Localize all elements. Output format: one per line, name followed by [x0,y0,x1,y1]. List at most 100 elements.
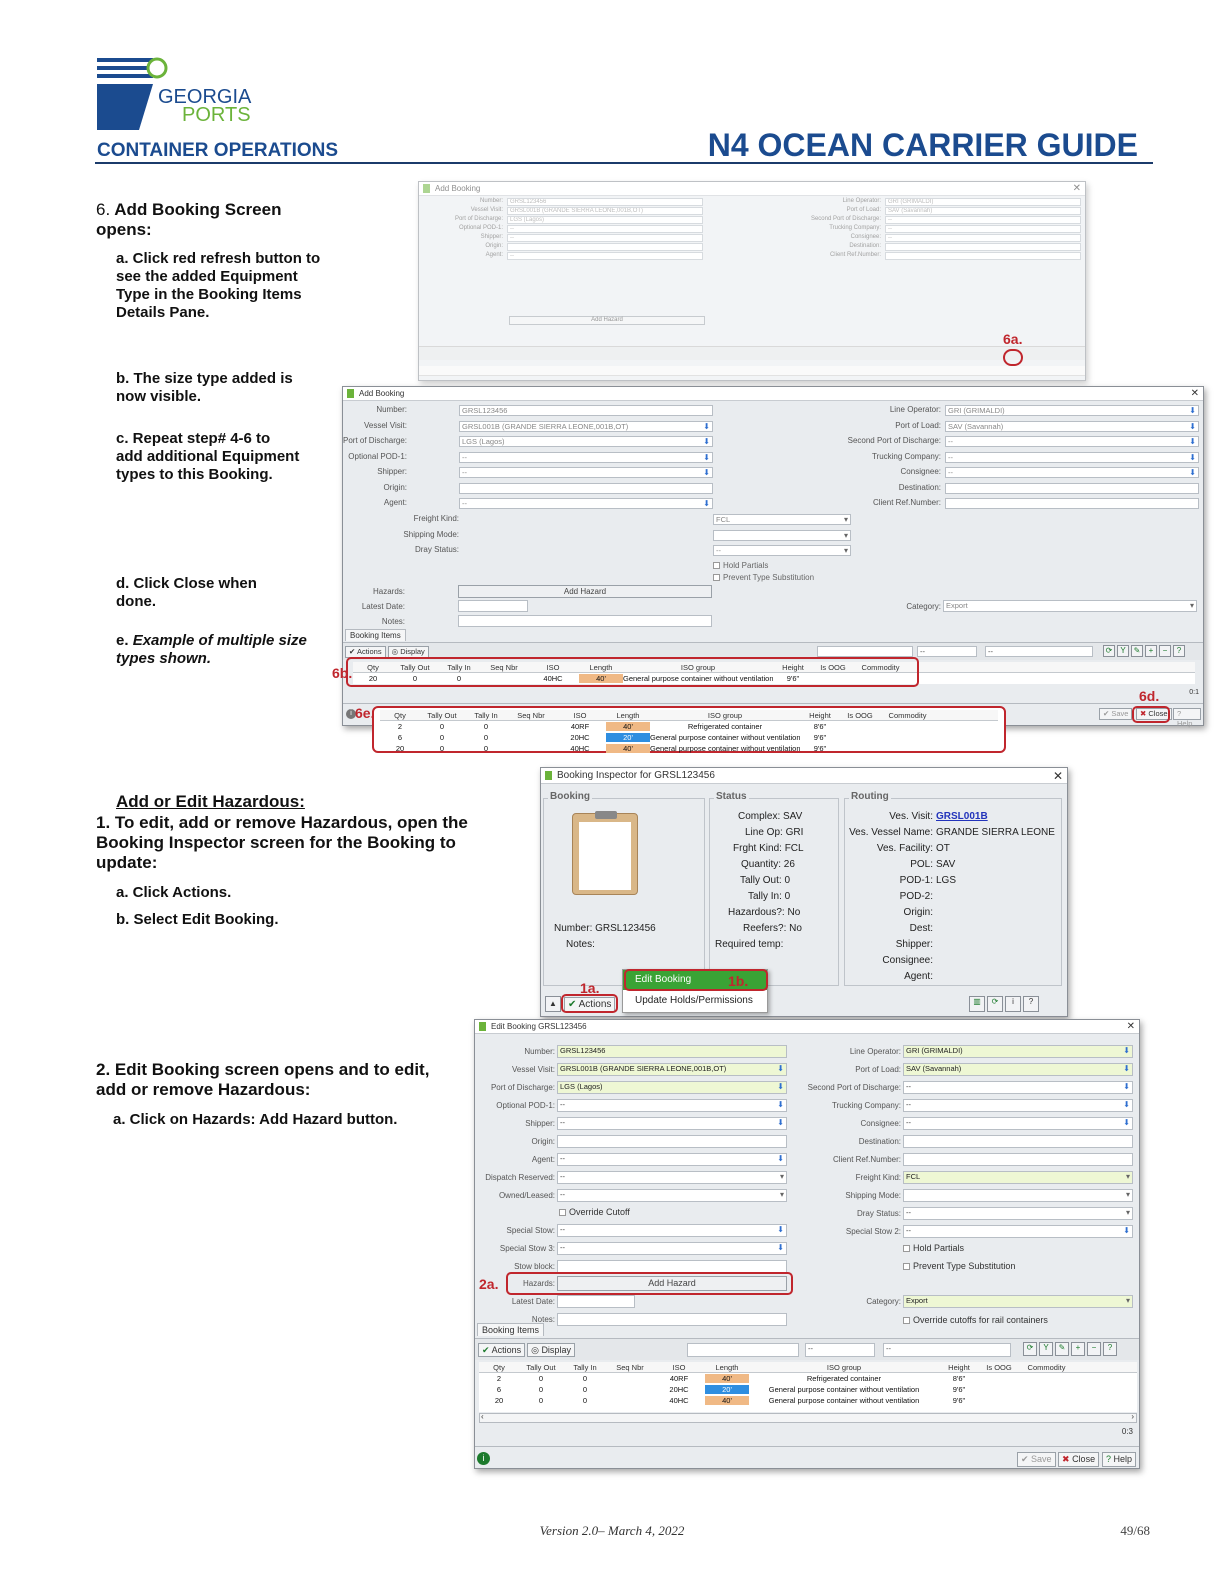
shipper-field[interactable]: --⬇ [557,1116,787,1130]
lookup-arrow-icon[interactable]: ⬇ [1123,1045,1130,1055]
lookup-arrow-icon[interactable]: ⬇ [1123,1063,1130,1073]
opt-pod-field[interactable]: --⬇ [557,1098,787,1112]
dropdown-arrow-icon[interactable]: ▾ [779,1171,784,1181]
col-header[interactable]: Tally In [573,1362,597,1372]
line-operator-field[interactable]: GRI (GRIMALDI) [885,198,1081,206]
close-button[interactable]: ✖ Close [1058,1452,1100,1467]
col-header[interactable]: Length [616,710,640,720]
col-header[interactable]: ISO group [707,710,743,720]
lookup-arrow-icon[interactable]: ⬇ [777,1153,784,1163]
checkbox-box[interactable] [713,562,720,570]
items-filter-input[interactable] [817,646,913,657]
add-hazard-button[interactable]: Add Hazard [458,585,712,598]
lookup-arrow-icon[interactable]: ⬇ [1123,1117,1130,1127]
edit-icon[interactable]: ✎ [1131,645,1143,657]
freight-kind-select[interactable]: FCL▾ [903,1170,1133,1184]
col-header[interactable]: Tally Out [526,1362,556,1372]
refresh-icon[interactable]: ⟳ [1103,645,1115,657]
latest-date-field[interactable] [557,1295,635,1308]
add-hazard-button[interactable]: Add Hazard [557,1276,787,1291]
special-stow-field[interactable]: --⬇ [557,1223,787,1237]
filter-dropdown-1[interactable]: -- [917,646,977,657]
checkbox-box[interactable] [903,1317,910,1325]
remove-icon[interactable]: − [1159,645,1171,657]
dropdown-arrow-icon[interactable]: ▾ [1125,1189,1130,1199]
lookup-arrow-icon[interactable]: ⬇ [703,452,710,462]
filter-icon[interactable]: Y [1039,1342,1053,1356]
scroll-left-icon[interactable]: ‹ [481,1412,484,1421]
checkbox-box[interactable] [903,1263,910,1271]
vessel-visit-field[interactable]: GRSL001B (GRANDE SIERRA LEONE,001B,OT) [507,207,703,215]
refresh-icon[interactable]: ⟳ [1023,1342,1037,1356]
lookup-arrow-icon[interactable]: ⬇ [777,1081,784,1091]
col-header[interactable]: Commodity [888,710,927,720]
category-select[interactable]: Export▾ [903,1295,1133,1308]
checkbox-box[interactable] [903,1245,910,1253]
save-button[interactable]: ✔ Save [1099,708,1133,720]
dropdown-arrow-icon[interactable]: ▾ [1125,1207,1130,1217]
filter-dropdown-2[interactable]: -- [883,1343,1011,1357]
col-header[interactable]: Seq Nbr [517,710,545,720]
col-header[interactable]: Is OOG [820,662,846,672]
tab-booking-items[interactable]: Booking Items [345,629,406,641]
filter-dropdown-1[interactable]: -- [805,1343,875,1357]
lookup-arrow-icon[interactable]: ⬇ [1123,1081,1130,1091]
col-header[interactable]: Tally Out [427,710,457,720]
notes-field[interactable] [458,615,712,627]
lookup-arrow-icon[interactable]: ⬇ [703,421,710,431]
prevent-sub-checkbox[interactable]: Prevent Type Substitution [713,573,814,582]
consignee-field[interactable]: --⬇ [903,1116,1133,1130]
menu-item-edit-booking[interactable]: Edit Booking [623,970,767,990]
col-header[interactable]: ISO [672,1362,686,1372]
number-field[interactable]: GRSL123456 [507,198,703,206]
dropdown-arrow-icon[interactable]: ▾ [843,546,848,555]
dropdown-arrow-icon[interactable]: ▾ [1125,1171,1130,1181]
opt-pod-field[interactable]: --⬇ [459,451,713,463]
owned-leased-select[interactable]: --▾ [557,1188,787,1202]
destination-field[interactable] [903,1134,1133,1148]
second-pod-field[interactable]: -- [885,216,1081,224]
destination-field[interactable] [945,482,1199,494]
destination-field[interactable] [885,243,1081,251]
col-header[interactable]: Qty [394,710,406,720]
close-icon[interactable]: ✕ [1190,388,1199,399]
layout-icon[interactable]: ▥ [969,996,985,1012]
horizontal-scrollbar[interactable]: ‹ › [479,1412,1137,1423]
opt-pod-field[interactable]: -- [507,225,703,233]
dispatch-reserved-select[interactable]: --▾ [557,1170,787,1184]
category-select[interactable]: Export▾ [943,600,1197,612]
col-header[interactable]: ISO group [826,1362,862,1372]
vessel-visit-field[interactable]: GRSL001B (GRANDE SIERRA LEONE,001B,OT)⬇ [459,420,713,432]
help-button[interactable]: ? Help [1173,708,1201,728]
display-button[interactable]: ◎ Display [527,1343,575,1357]
client-ref-field[interactable] [885,252,1081,260]
pod-field[interactable]: LGS (Lagos)⬇ [459,436,713,447]
agent-field[interactable]: --⬇ [459,498,713,509]
info-icon[interactable]: i [477,1452,490,1465]
prevent-sub-checkbox[interactable]: Prevent Type Substitution [903,1261,1015,1271]
shipping-mode-select[interactable]: ▾ [903,1188,1133,1202]
shipping-mode-select[interactable]: ▾ [713,529,851,541]
refresh-icon[interactable]: ⟳ [987,996,1003,1012]
add-icon[interactable]: + [1145,645,1157,657]
menu-item-update-holds[interactable]: Update Holds/Permissions [635,995,753,1006]
col-header[interactable]: ISO [573,710,587,720]
second-pod-field[interactable]: --⬇ [945,436,1199,447]
col-header[interactable]: Seq Nbr [490,662,518,672]
col-header[interactable]: Is OOG [986,1362,1012,1372]
remove-icon[interactable]: − [1087,1342,1101,1356]
lookup-arrow-icon[interactable]: ⬇ [777,1063,784,1073]
override-rail-checkbox[interactable]: Override cutoffs for rail containers [903,1315,1048,1325]
lookup-arrow-icon[interactable]: ⬇ [1189,421,1196,431]
hold-partials-checkbox[interactable]: Hold Partials [903,1243,964,1253]
col-header[interactable]: Height [809,710,831,720]
port-of-load-field[interactable]: SAV (Savannah)⬇ [903,1062,1133,1076]
second-pod-field[interactable]: --⬇ [903,1080,1133,1094]
col-header[interactable]: Seq Nbr [616,1362,644,1372]
dropdown-arrow-icon[interactable]: ▾ [843,515,848,524]
lookup-arrow-icon[interactable]: ⬇ [777,1224,784,1234]
port-of-load-field[interactable]: SAV (Savannah)⬇ [945,420,1199,432]
